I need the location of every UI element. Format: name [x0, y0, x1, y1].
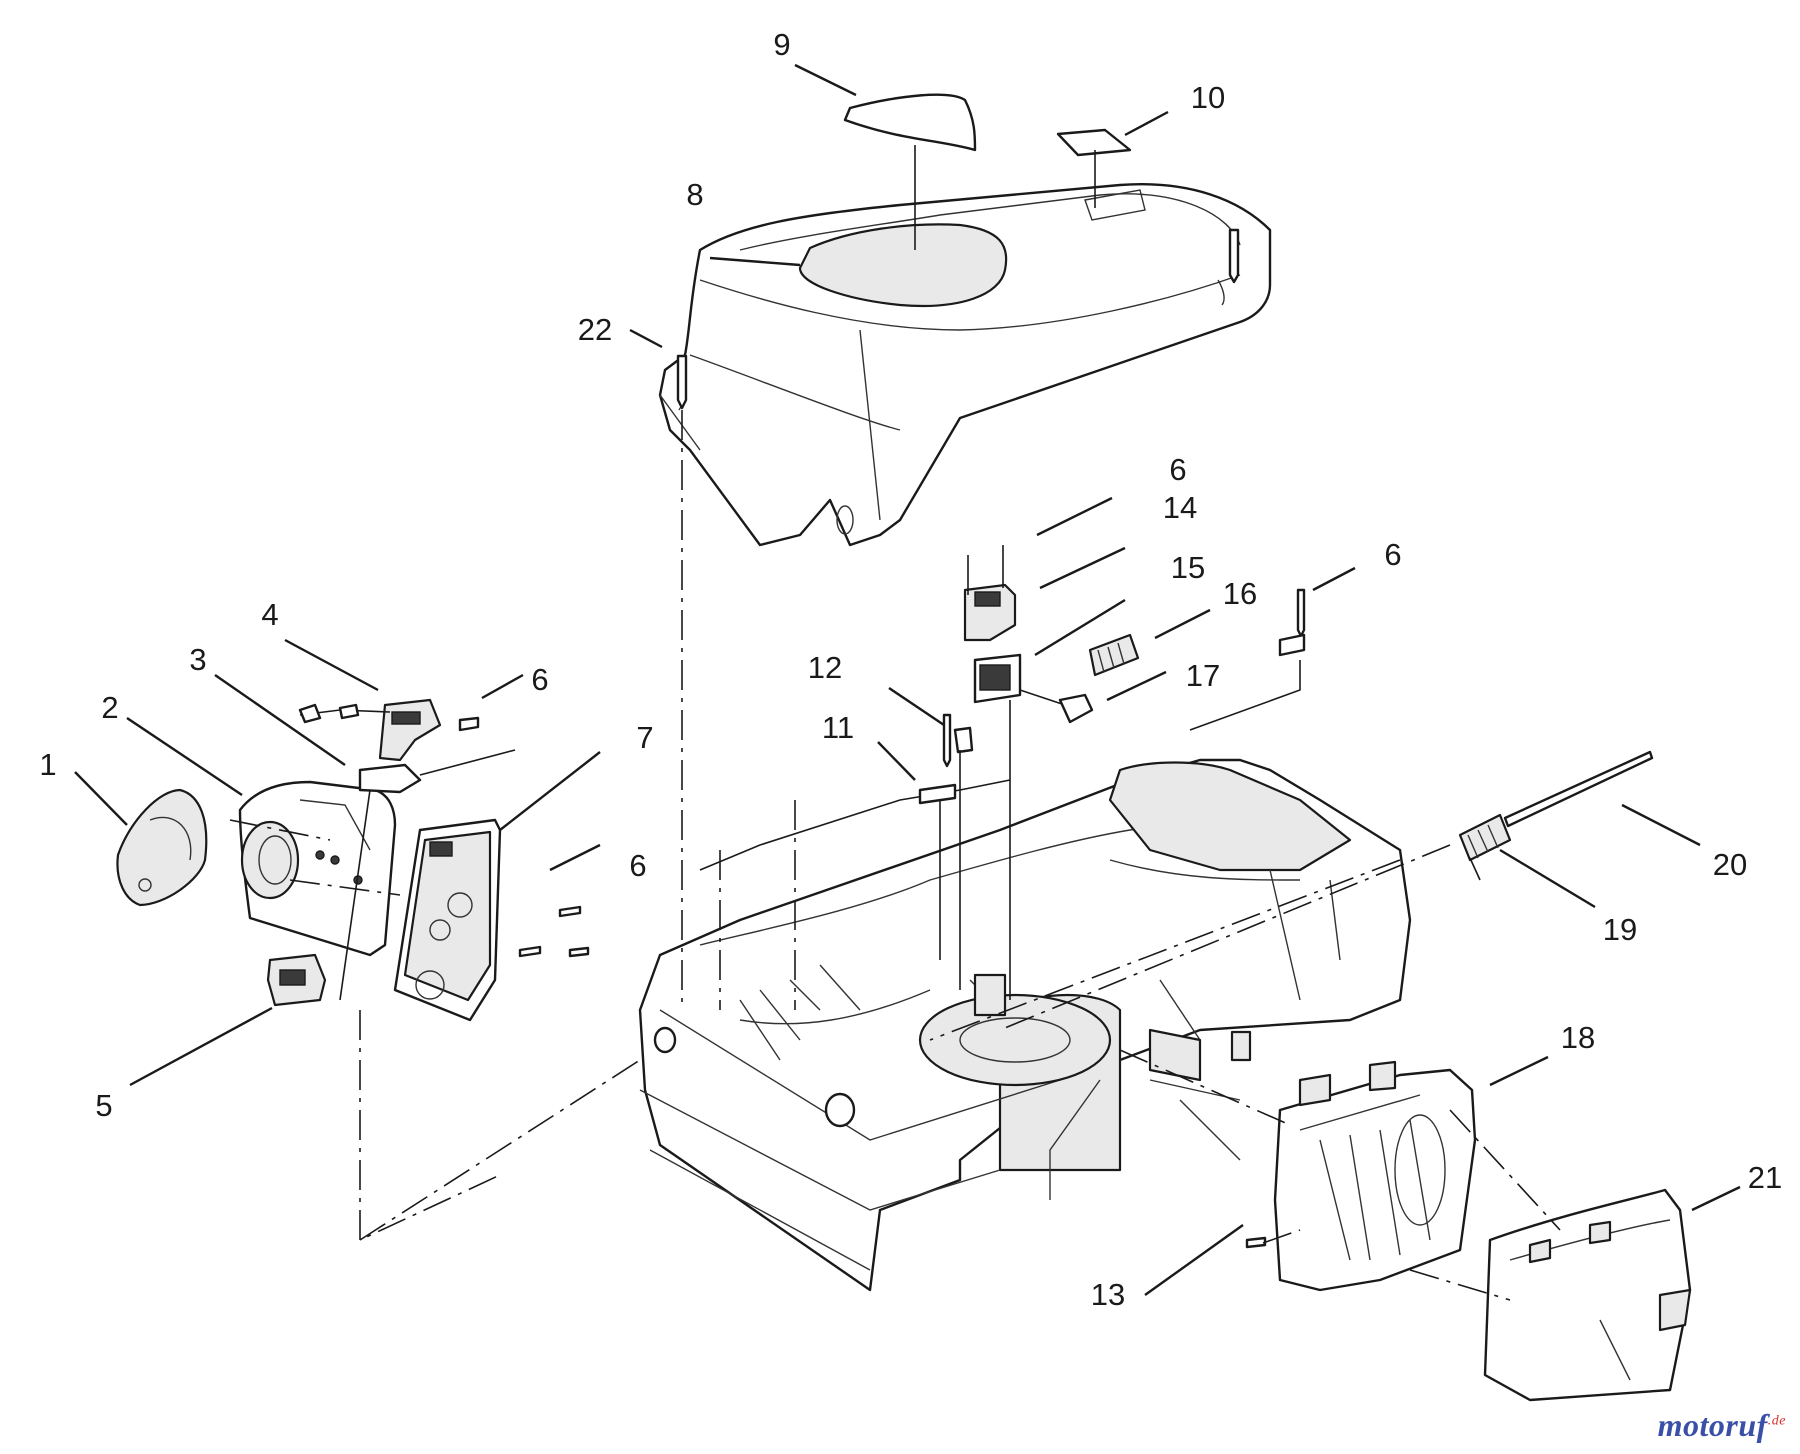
part-20-rod — [1503, 750, 1654, 828]
callout-15: 15 — [1171, 550, 1205, 585]
part-15-switch — [973, 653, 1022, 1000]
part-17-clip — [1019, 689, 1094, 724]
callout-18: 18 — [1561, 1020, 1595, 1055]
callout-4: 4 — [261, 597, 278, 632]
callout-17: 17 — [1186, 658, 1220, 693]
part-21-rear-flap — [1483, 1188, 1692, 1402]
callout-8: 8 — [686, 177, 703, 212]
part-16-spring — [1088, 633, 1140, 677]
callout-10: 10 — [1191, 80, 1225, 115]
part-1-cap — [116, 788, 208, 907]
part-14-bracket — [963, 545, 1017, 642]
main-housing — [638, 758, 1412, 1292]
callout-labels: 1 2 3 4 5 6 6 6 6 7 8 9 10 11 12 13 14 1… — [39, 27, 1782, 1312]
part-9-decal — [843, 93, 977, 250]
part-11-cable — [699, 779, 1011, 960]
leader-lines — [74, 63, 1741, 1296]
callout-13: 13 — [1091, 1277, 1125, 1312]
callout-19: 19 — [1603, 912, 1637, 947]
part-6-screws-left — [518, 905, 590, 958]
callout-16: 16 — [1223, 576, 1257, 611]
callout-6-right: 6 — [1384, 537, 1401, 572]
callout-14: 14 — [1163, 490, 1197, 525]
callout-5: 5 — [95, 1088, 112, 1123]
part-12-clip — [953, 726, 974, 990]
part-3-lever — [339, 749, 516, 1001]
callout-11: 11 — [822, 710, 854, 745]
callout-20: 20 — [1713, 847, 1747, 882]
part-4-throttle — [298, 698, 480, 762]
watermark-tld: .de — [1767, 1413, 1786, 1429]
callout-22: 22 — [578, 312, 612, 347]
phantom-lines — [229, 410, 1561, 1301]
part-2-panel — [238, 780, 397, 957]
part-8-top-hood — [658, 183, 1272, 547]
part-5-switch — [266, 953, 327, 1007]
callout-6-center: 6 — [1169, 452, 1186, 487]
callout-2: 2 — [101, 690, 118, 725]
part-19-spring — [1458, 813, 1512, 881]
callout-6-lower-left: 6 — [629, 848, 646, 883]
callout-1: 1 — [39, 747, 56, 782]
watermark-brand: motoruf — [1657, 1407, 1768, 1443]
part-10-small-decal — [1056, 128, 1132, 208]
watermark-logo: motoruf.de — [1658, 1407, 1786, 1444]
hood-screws — [676, 228, 1240, 410]
callout-9: 9 — [773, 27, 790, 62]
callout-7: 7 — [636, 720, 653, 755]
part-6-screws-center — [942, 588, 1306, 768]
callout-3: 3 — [189, 642, 206, 677]
callout-12: 12 — [808, 650, 842, 685]
callout-6-upper-left: 6 — [531, 662, 548, 697]
callout-21: 21 — [1748, 1160, 1782, 1195]
part-18-rear-cover — [1273, 1060, 1477, 1292]
part-7-control-plate — [393, 818, 502, 1022]
part-13-screw — [1245, 1236, 1267, 1249]
